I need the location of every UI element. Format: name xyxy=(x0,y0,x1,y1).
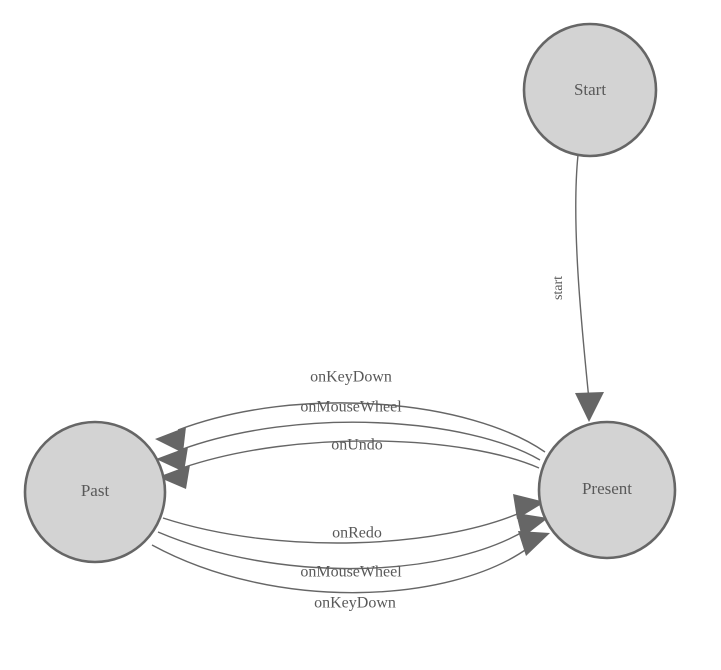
node-present[interactable]: Present xyxy=(537,420,677,560)
node-past-circle xyxy=(23,420,167,564)
edge-past-to-present-onkeydown[interactable]: onKeyDown xyxy=(151,531,550,612)
edge-start-to-present-arrowhead xyxy=(575,392,604,422)
edge-past-to-present-onredo-arrowhead xyxy=(513,494,545,519)
edge-present-to-past-onmousewheel-path xyxy=(179,421,541,461)
node-start-label: Start xyxy=(574,80,606,99)
node-past[interactable]: Past xyxy=(23,420,167,564)
edge-past-to-present-onredo[interactable]: onRedo xyxy=(162,494,545,544)
edge-past-to-present-onmousewheel-label: onMouseWheel xyxy=(300,564,402,581)
node-start-circle xyxy=(522,22,658,158)
edge-past-to-present-onredo-label: onRedo xyxy=(332,525,382,542)
edge-start-to-present[interactable]: start xyxy=(551,154,604,422)
edge-present-to-past-onundo-arrowhead xyxy=(158,465,190,489)
edge-past-to-present-onkeydown-arrowhead xyxy=(518,531,550,556)
edge-present-to-past-onmousewheel[interactable]: onMouseWheel xyxy=(156,399,541,472)
edge-present-to-past-onkeydown[interactable]: onKeyDown xyxy=(155,369,546,453)
node-past-label: Past xyxy=(81,481,110,500)
edge-past-to-present-onkeydown-label: onKeyDown xyxy=(314,595,396,612)
edge-past-to-present-onredo-path xyxy=(162,511,523,544)
node-present-label: Present xyxy=(582,479,632,498)
edge-present-to-past-onmousewheel-arrowhead xyxy=(156,447,188,472)
node-start[interactable]: Start xyxy=(522,22,658,158)
edge-past-to-present-onmousewheel-path xyxy=(157,529,527,570)
edge-present-to-past-onundo-label: onUndo xyxy=(331,437,383,454)
edge-present-to-past-onkeydown-path xyxy=(177,402,546,453)
edge-present-to-past-onkeydown-label: onKeyDown xyxy=(310,369,392,386)
edge-present-to-past-onmousewheel-label: onMouseWheel xyxy=(300,399,402,416)
edge-present-to-past-onundo-path xyxy=(181,440,540,469)
edge-start-to-present-label: start xyxy=(551,276,566,300)
edge-past-to-present-onkeydown-path xyxy=(151,544,529,594)
edge-present-to-past-onundo[interactable]: onUndo xyxy=(158,437,540,489)
node-present-circle xyxy=(537,420,677,560)
edge-present-to-past-onkeydown-arrowhead xyxy=(155,427,186,453)
edge-start-to-present-path xyxy=(575,154,590,401)
